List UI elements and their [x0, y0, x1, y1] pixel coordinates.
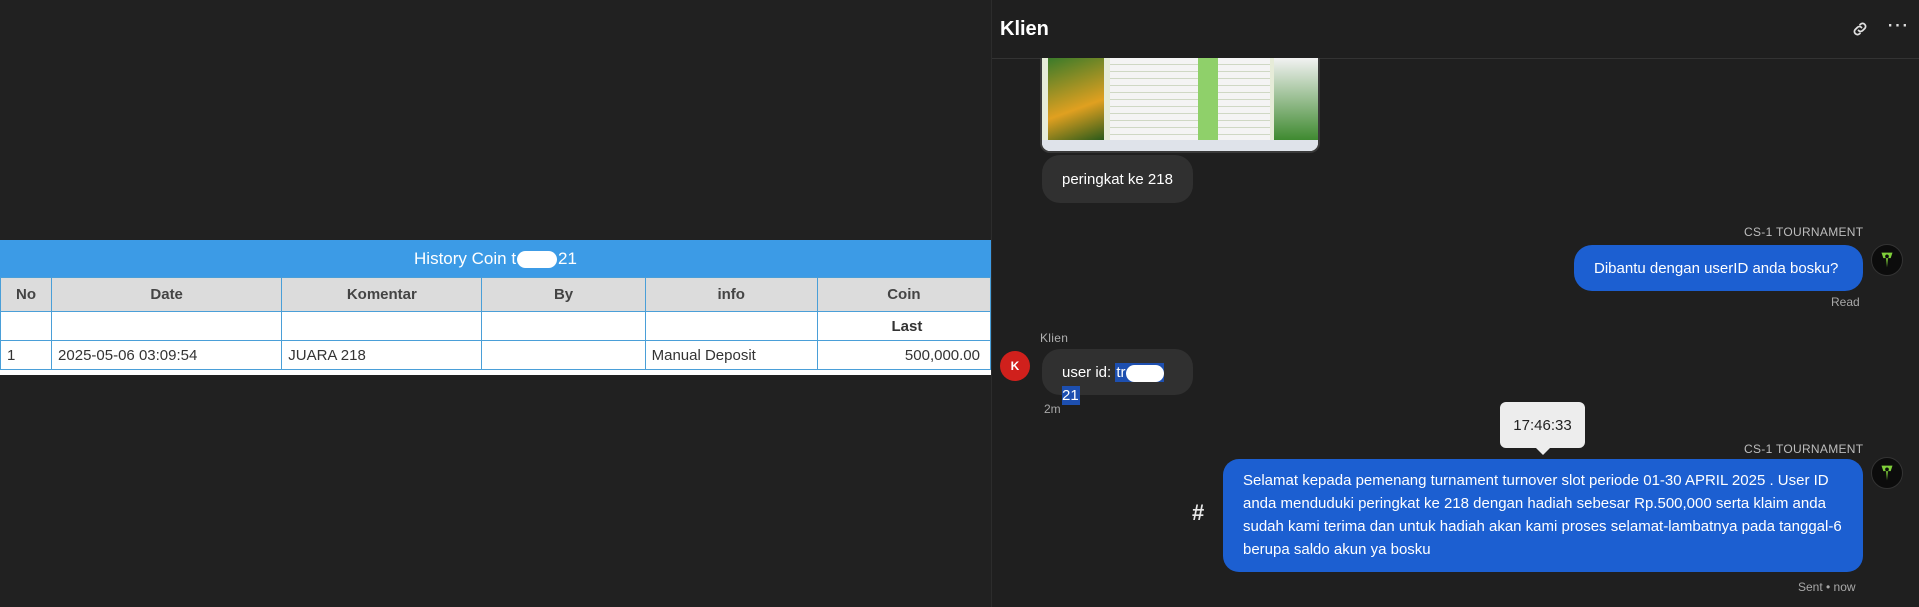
- col-komentar[interactable]: Komentar: [281, 277, 483, 312]
- thumbnail-game-art: [1048, 58, 1104, 140]
- empty-cell: [481, 311, 646, 341]
- message-bubble-outgoing[interactable]: Dibantu dengan userID anda bosku?: [1574, 245, 1863, 291]
- col-no[interactable]: No: [0, 277, 53, 312]
- table-row[interactable]: 1 2025-05-06 03:09:54 JUARA 218 Manual D…: [0, 340, 992, 370]
- agent-avatar: [1871, 457, 1903, 489]
- user-id-start: tr: [1116, 364, 1126, 381]
- agent-avatar: [1871, 244, 1903, 276]
- sender-name: CS-1 TOURNAMENT: [1744, 225, 1864, 239]
- chat-pane: Klien ⋯ peringkat ke 218 CS-1 TOURNAMENT…: [991, 0, 1919, 607]
- redaction-blur: [517, 251, 558, 269]
- table-header-row: No Date Komentar By info Coin: [0, 277, 992, 312]
- cell-info: Manual Deposit: [644, 340, 818, 370]
- message-bubble-incoming[interactable]: user id: tr 21: [1042, 349, 1193, 405]
- history-table: No Date Komentar By info Coin: [0, 277, 992, 370]
- hash-icon[interactable]: #: [1192, 500, 1205, 525]
- message-bubble-incoming[interactable]: peringkat ke 218: [1042, 155, 1193, 203]
- redaction-blur: [1125, 364, 1164, 382]
- message-text: Selamat kepada pemenang turnament turnov…: [1243, 472, 1842, 558]
- image-attachment[interactable]: [1040, 58, 1320, 153]
- col-coin[interactable]: Coin: [816, 277, 992, 312]
- read-status: Read: [1831, 295, 1860, 309]
- message-text: peringkat ke 218: [1062, 171, 1173, 188]
- cell-date: 2025-05-06 03:09:54: [51, 340, 283, 370]
- col-info[interactable]: info: [644, 277, 818, 312]
- message-text: Dibantu dengan userID anda bosku?: [1594, 260, 1839, 277]
- message-text-prefix: user id:: [1062, 364, 1116, 381]
- logo-icon: [1881, 252, 1893, 268]
- cell-no: 1: [0, 340, 53, 370]
- empty-cell: [0, 311, 53, 341]
- thumbnail-table: [1110, 58, 1270, 140]
- message-time: 2m: [1044, 402, 1061, 416]
- sent-status: Sent • now: [1798, 580, 1856, 594]
- chat-title: Klien: [1000, 18, 1049, 40]
- thumbnail-highlight-column: [1198, 58, 1218, 140]
- user-id-end: 21: [1062, 387, 1079, 404]
- more-icon[interactable]: ⋯: [1886, 12, 1910, 37]
- cell-by: [481, 340, 646, 370]
- col-by[interactable]: By: [481, 277, 646, 312]
- chat-header: Klien ⋯: [992, 0, 1919, 59]
- client-avatar: K: [1000, 351, 1030, 381]
- col-date[interactable]: Date: [51, 277, 283, 312]
- link-icon[interactable]: [1847, 16, 1873, 42]
- thumbnail-side-panel: [1274, 58, 1318, 140]
- message-bubble-outgoing[interactable]: Selamat kepada pemenang turnament turnov…: [1223, 459, 1863, 572]
- timestamp-tooltip: 17:46:33: [1500, 402, 1585, 455]
- history-title-suffix: 21: [558, 249, 577, 268]
- sender-name: Klien: [1040, 331, 1069, 345]
- thumbnail-taskbar: [1042, 140, 1318, 151]
- left-pane: History Coin t 21 No Date Komentar By inf…: [0, 240, 992, 375]
- empty-cell: [644, 311, 818, 341]
- cell-komentar: JUARA 218: [281, 340, 483, 370]
- history-title-prefix: History Coin t: [414, 249, 517, 268]
- empty-cell: [51, 311, 283, 341]
- subheader-last: Last: [816, 311, 992, 341]
- cell-coin: 500,000.00: [816, 340, 992, 370]
- history-coin-panel: History Coin t 21 No Date Komentar By inf…: [0, 240, 992, 375]
- empty-cell: [281, 311, 483, 341]
- history-title: History Coin t 21: [0, 240, 991, 277]
- subheader-row: Last: [0, 311, 992, 341]
- sender-name: CS-1 TOURNAMENT: [1744, 442, 1864, 456]
- logo-icon: [1881, 465, 1893, 481]
